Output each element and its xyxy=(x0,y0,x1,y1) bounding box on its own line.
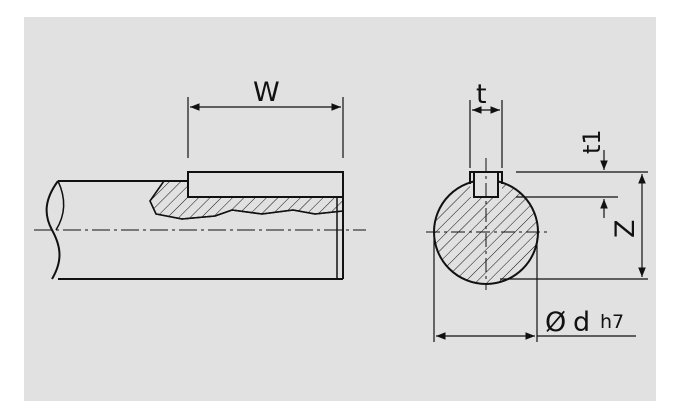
label-t: t xyxy=(476,79,487,110)
dimension-d xyxy=(433,238,636,342)
shaft-side-view xyxy=(45,171,344,280)
dimension-t xyxy=(469,100,503,168)
label-z: Z xyxy=(610,220,641,239)
dimension-t1 xyxy=(516,150,648,218)
dimension-z xyxy=(500,174,648,280)
label-tolerance: h7 xyxy=(600,311,624,333)
dimension-w xyxy=(187,97,344,158)
key-side xyxy=(187,171,344,198)
centerlines-section xyxy=(426,158,548,290)
label-t1: t1 xyxy=(578,129,606,154)
label-w: W xyxy=(253,77,280,108)
label-diameter-symbol: Ø xyxy=(545,307,566,338)
label-d: d xyxy=(573,307,590,338)
